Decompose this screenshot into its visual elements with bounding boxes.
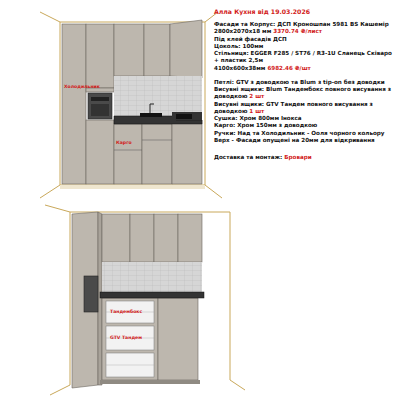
price-note: Бровари	[284, 154, 311, 160]
spec-text: Ручки: Над та Холодильник - Ооля чорного…	[214, 130, 384, 136]
price-note: 1 шт	[249, 108, 264, 114]
title: Алла Кухня від 19.03.2026	[214, 8, 397, 15]
spec-text: 4100х600х38мм	[214, 65, 265, 71]
spec-text: Фасади та Корпус: ДСП Кроношпан 5981 BS …	[214, 21, 389, 27]
spec-line: 4100х600х38мм6982.46 ₴/шт	[214, 65, 397, 72]
spec-text: Цоколь: 100мм	[214, 43, 263, 49]
spec-line: Під клей фасадів ДСП	[214, 36, 397, 43]
part-label: Карго	[116, 140, 132, 145]
spec-text: Карго: Хром 150мм з доводкою	[214, 122, 317, 128]
price-note: 6982.46 ₴/шт	[267, 65, 310, 71]
spec-text: Під клей фасадів ДСП	[214, 36, 287, 42]
spec-line: Висувні ящики: GTV Тандем повного висува…	[214, 101, 397, 116]
price-note: 3370.74 ₴/лист	[273, 28, 322, 34]
part-label: GTV Тандем	[110, 335, 142, 340]
spec-text: Доставка та монтаж:	[214, 154, 282, 160]
spec-text: Сушка: Хром 800мм Інокса	[214, 115, 302, 121]
spec-line: Цоколь: 100мм	[214, 43, 397, 50]
spec-line: Доставка та монтаж:Бровари	[214, 154, 397, 161]
price-note: 2 шт	[249, 93, 264, 99]
spec-line: Ручки: Над та Холодильник - Ооля чорного…	[214, 130, 397, 137]
spec-line: Стільниця: EGGER F285 / ST76 / R3-1U Сла…	[214, 50, 397, 65]
spec-text: Верх - Фасади опущені на 20мм для відкри…	[214, 137, 375, 143]
spec-line: Фасади та Корпус: ДСП Кроношпан 5981 BS …	[214, 21, 397, 28]
spec-text: Висувні ящики: GTV Тандем повного висува…	[214, 101, 373, 114]
part-label: Холодильник	[64, 84, 100, 89]
spec-line: Висувні ящики: Blum Тандембокс повного в…	[214, 86, 397, 101]
part-label: Тандембокс	[110, 309, 142, 314]
spec-text: Висувні ящики: Blum Тандембокс повного в…	[214, 86, 391, 99]
spec-line: Сушка: Хром 800мм Інокса	[214, 115, 397, 122]
spec-line: Петлі: GTV з доводкою та Blum з tip-on б…	[214, 79, 397, 86]
spec-text: Петлі: GTV з доводкою та Blum з tip-on б…	[214, 79, 385, 85]
spec-line: 2800х2070х18 мм3370.74 ₴/лист	[214, 28, 397, 35]
spec-line: Карго: Хром 150мм з доводкою	[214, 122, 397, 129]
spec-line: Верх - Фасади опущені на 20мм для відкри…	[214, 137, 397, 144]
spec-text: 2800х2070х18 мм	[214, 28, 271, 34]
spec-text: Стільниця: EGGER F285 / ST76 / R3-1U Сла…	[214, 50, 392, 63]
